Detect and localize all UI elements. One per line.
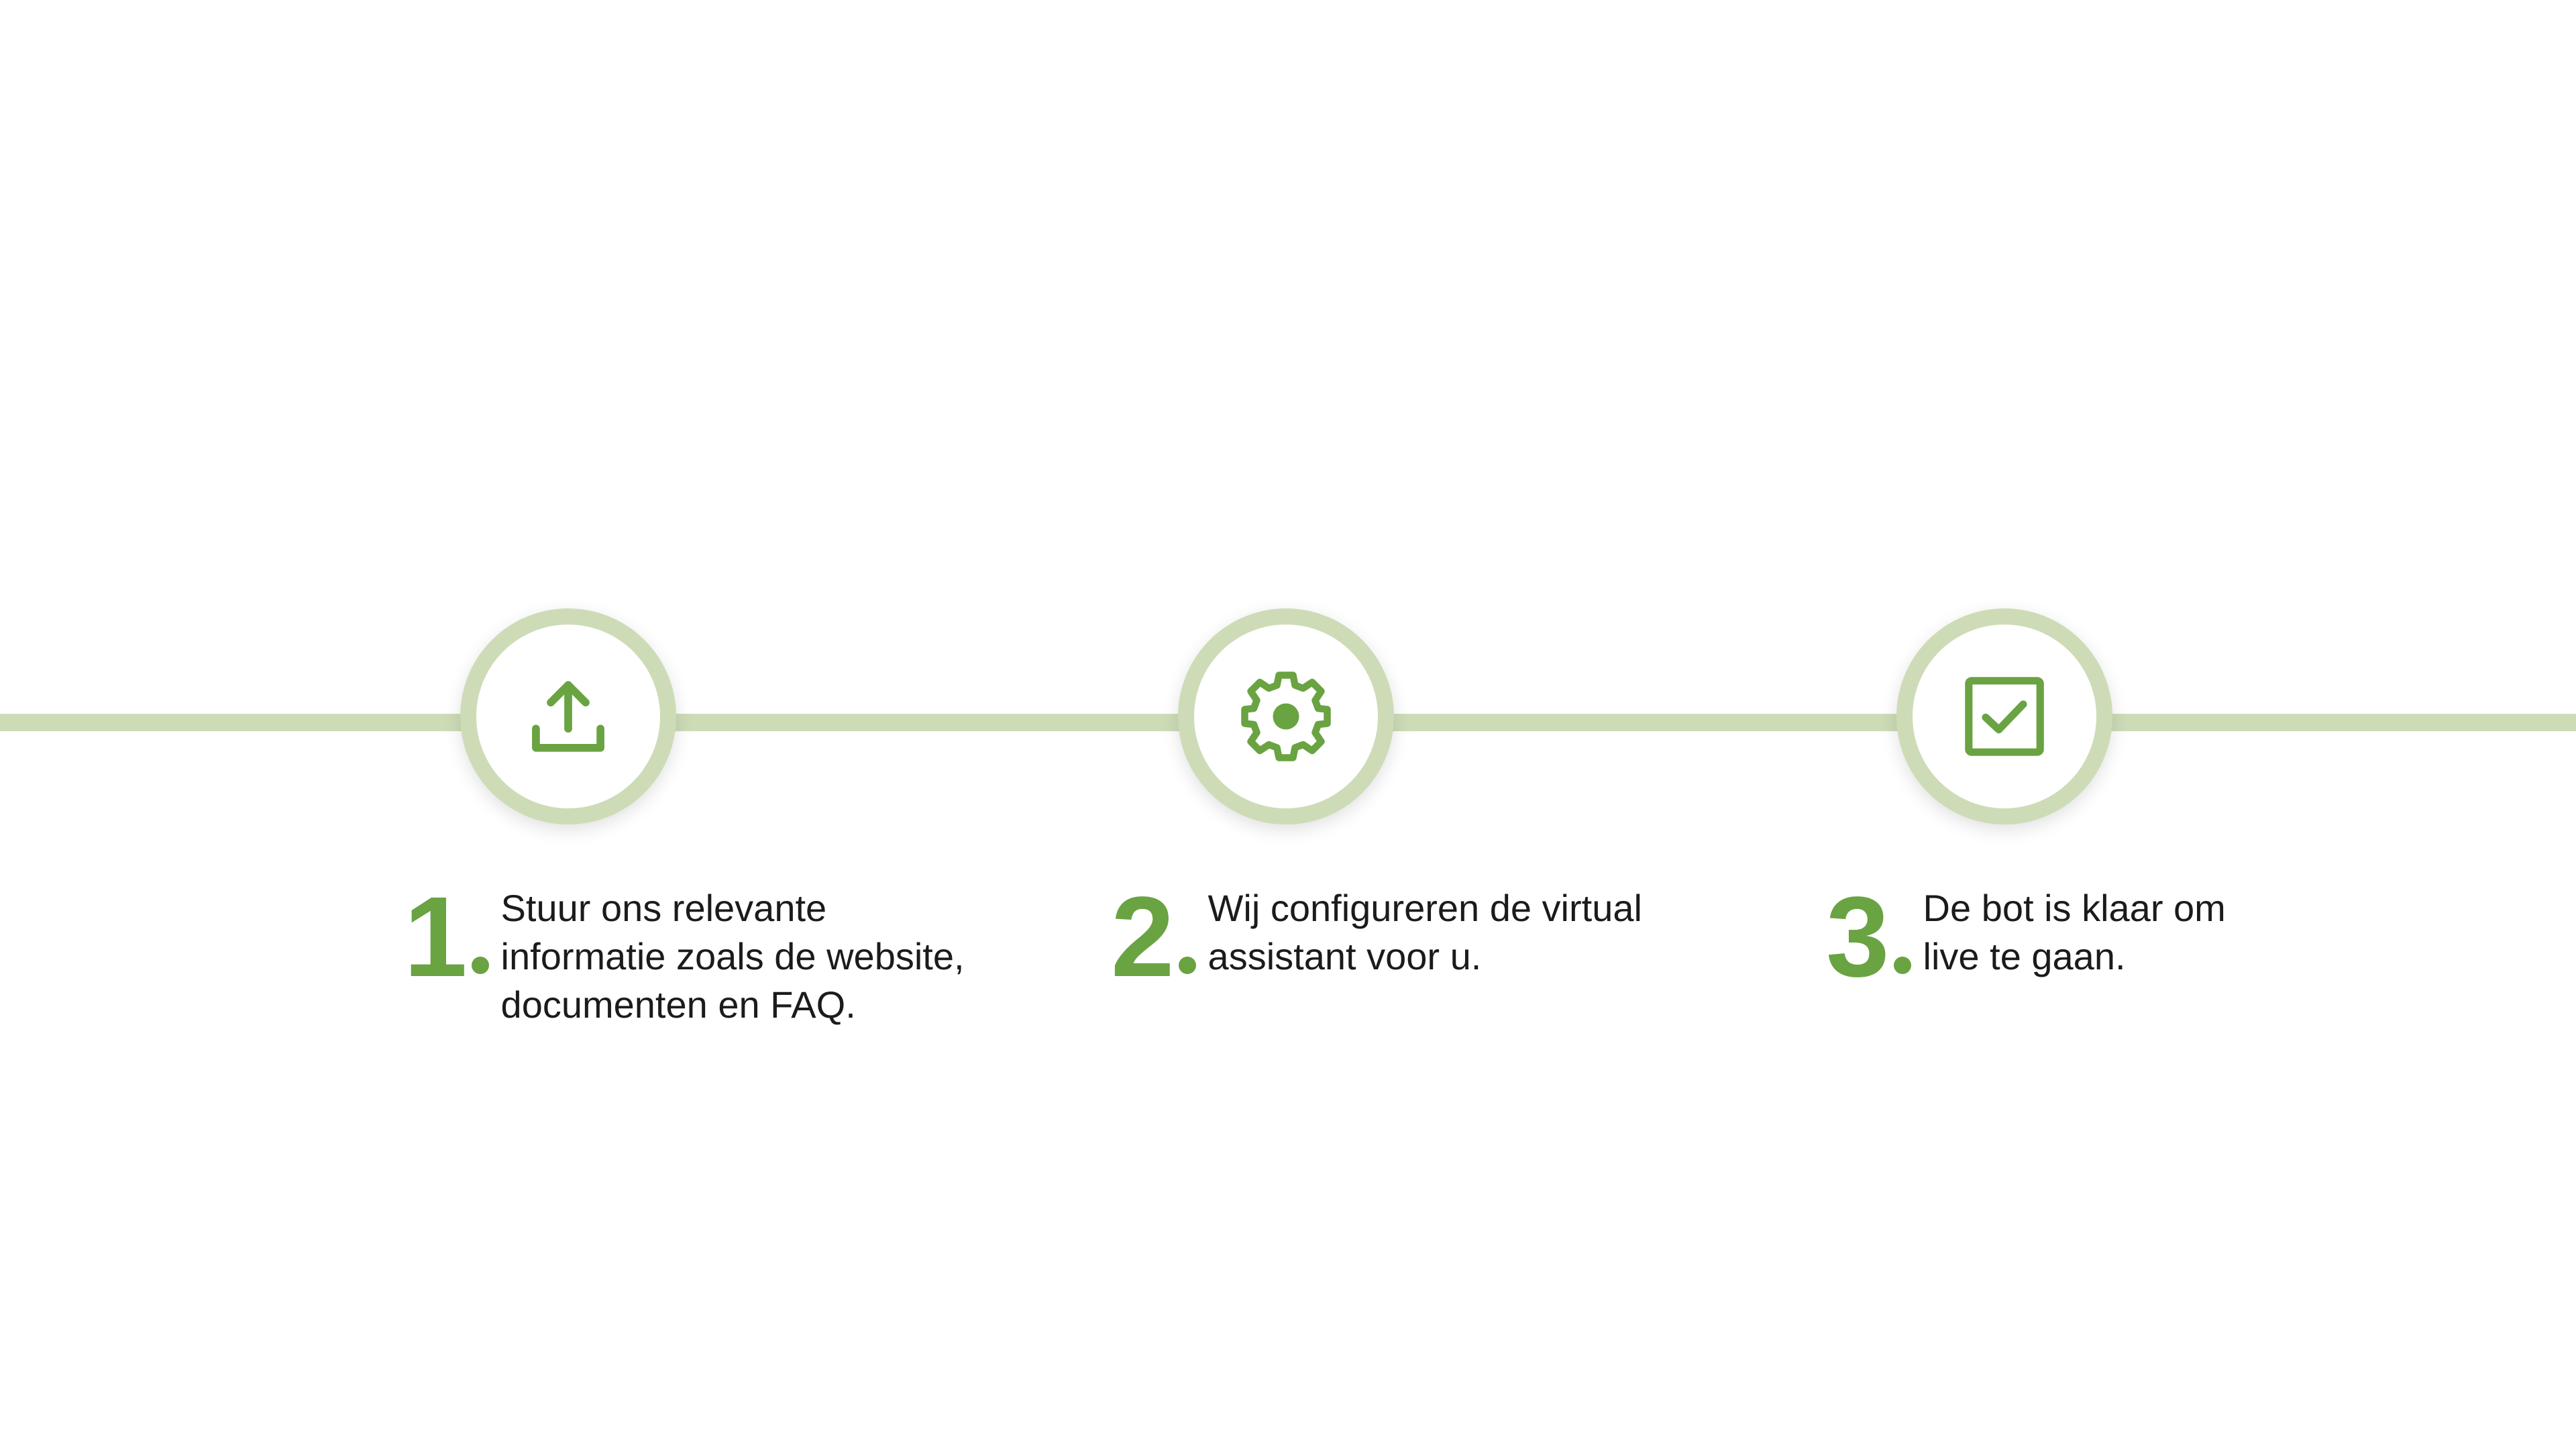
step-dot (471, 957, 489, 974)
step-2: 2 Wij configureren de virtual assistant … (1111, 880, 1664, 994)
step-3-circle (1896, 608, 2112, 824)
step-1-circle (460, 608, 676, 824)
step-description: Stuur ons relevante informatie zoals de … (500, 887, 965, 1026)
step-description: Wij configureren de virtual assistant vo… (1208, 887, 1642, 977)
step-2-circle (1178, 608, 1394, 824)
step-description: De bot is klaar om live te gaan. (1923, 887, 2226, 977)
step-number: 3 (1826, 873, 1890, 1001)
step-number: 2 (1111, 873, 1175, 1001)
upload-icon (532, 681, 604, 752)
step-number: 1 (404, 873, 468, 1001)
checkbox-icon (1965, 677, 2044, 756)
step-dot (1178, 957, 1196, 974)
gear-icon (1241, 672, 1331, 761)
step-dot (1893, 957, 1911, 974)
step-1: 1 Stuur ons relevante informatie zoals d… (404, 880, 998, 1029)
step-3: 3 De bot is klaar om live te gaan. (1826, 880, 2272, 994)
